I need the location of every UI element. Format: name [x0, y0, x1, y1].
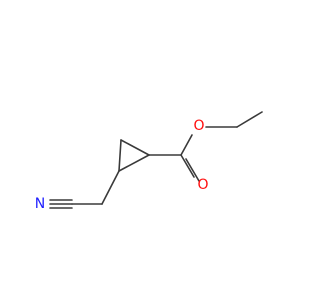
bond-carbonyl-1: [180, 154, 195, 178]
molecule-structure: O O N: [35, 111, 263, 212]
bond-ring-b: [118, 139, 122, 172]
bond-ethyl-ch3: [236, 111, 263, 128]
bond-ring-a: [120, 139, 150, 156]
bond-ester-o-c: [180, 134, 193, 156]
bond-carbonyl-2: [185, 158, 200, 182]
atom-o-ester: O: [193, 118, 204, 134]
bond-ring-c: [118, 154, 150, 172]
atom-o-carbonyl: O: [197, 177, 208, 193]
bond-ring-ch2: [101, 170, 120, 205]
atom-n-nitrile: N: [35, 196, 45, 212]
